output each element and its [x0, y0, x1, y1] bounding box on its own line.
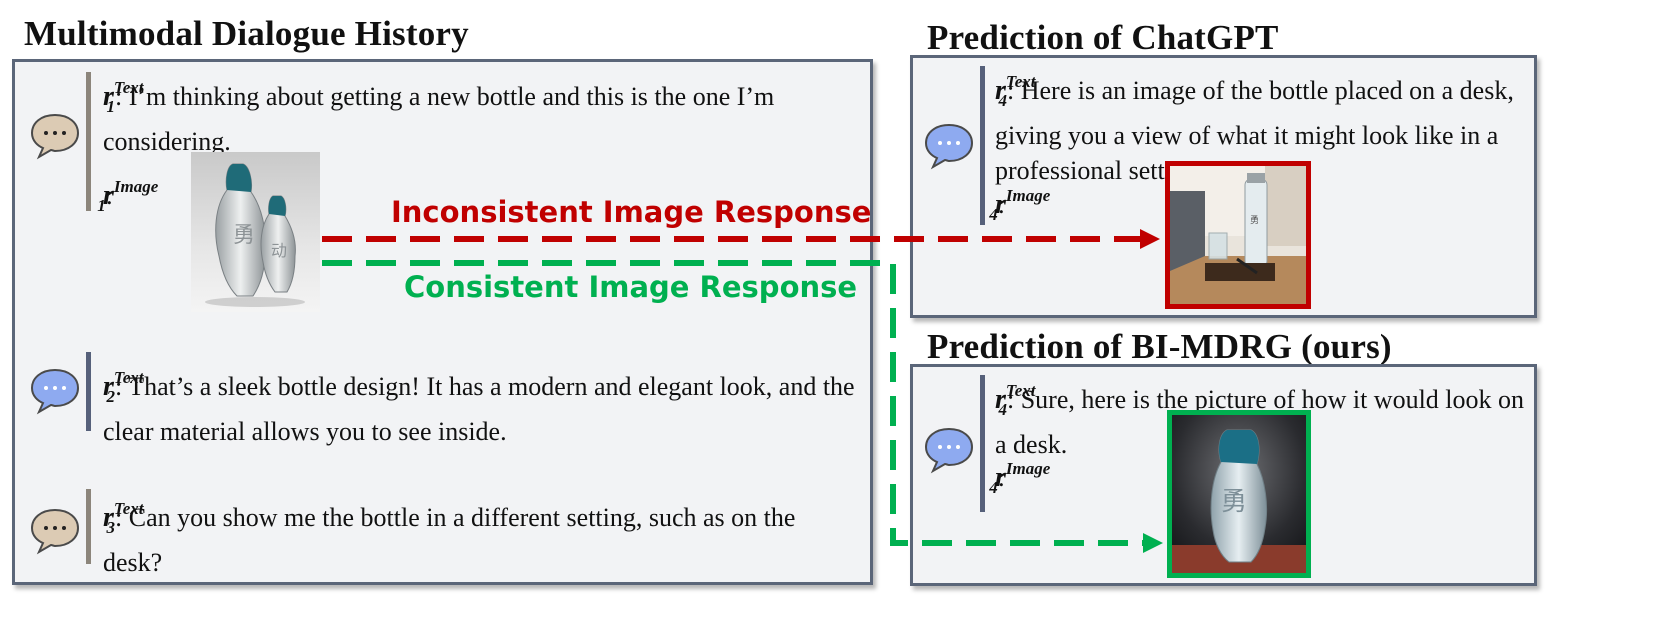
turn1-bar	[86, 72, 91, 211]
turn2-bar	[86, 352, 91, 431]
turn1-text-symbol: rText1	[103, 78, 144, 116]
bimdrg-bar	[980, 375, 985, 512]
chatgpt-text-symbol: rText4	[995, 72, 1036, 110]
user-speech-bubble-icon	[30, 113, 80, 160]
bimdrg-bottle-image: 勇	[1167, 410, 1311, 578]
turn1-image-symbol: rImage1	[97, 177, 159, 215]
history-title: Multimodal Dialogue History	[24, 14, 469, 53]
consistent-arrowhead	[1143, 533, 1163, 553]
bimdrg-speech-bubble-icon	[924, 427, 974, 474]
bimdrg-title: Prediction of BI-MDRG (ours)	[927, 327, 1392, 366]
turn2-text: rText2: That’s a sleek bottle design! It…	[103, 368, 855, 446]
turn3-text-symbol: rText3	[103, 499, 144, 537]
chatgpt-bar	[980, 66, 985, 225]
svg-text:勇: 勇	[1221, 487, 1247, 517]
turn3-text: rText3: Can you show me the bottle in a …	[103, 499, 796, 577]
bimdrg-image-symbol: rImage4	[989, 459, 1051, 497]
chatgpt-title: Prediction of ChatGPT	[927, 18, 1279, 57]
bimdrg-image-label: rImage4:	[989, 459, 1051, 497]
dialogue-history-panel	[12, 59, 873, 585]
consistent-arrow-line	[322, 260, 1145, 546]
turn2-text-symbol: rText2	[103, 368, 144, 406]
svg-text:勇: 勇	[233, 223, 255, 248]
turn3-bar	[86, 489, 91, 564]
inconsistent-label: Inconsistent Image Response	[391, 195, 872, 229]
chatgpt-image-symbol: rImage4	[989, 186, 1051, 224]
user-speech-bubble-icon-2	[30, 508, 80, 555]
turn1-text: rText1: I’m thinking about getting a new…	[103, 78, 775, 156]
svg-text:动: 动	[271, 241, 287, 260]
consistent-label: Consistent Image Response	[404, 270, 858, 304]
chatgpt-speech-bubble-icon	[924, 123, 974, 170]
bot-speech-bubble-icon	[30, 368, 80, 415]
inconsistent-arrowhead	[1140, 229, 1160, 249]
bimdrg-text: rText4: Sure, here is the picture of how…	[995, 381, 1525, 459]
svg-text:勇: 勇	[1250, 215, 1259, 226]
turn1-bottle-image: 勇 动	[191, 152, 320, 312]
chatgpt-image-label: rImage4:	[989, 186, 1051, 224]
bimdrg-text-symbol: rText4	[995, 381, 1036, 419]
turn1-image-label: rImage1:	[97, 177, 159, 215]
chatgpt-desk-image: 勇	[1165, 161, 1311, 309]
